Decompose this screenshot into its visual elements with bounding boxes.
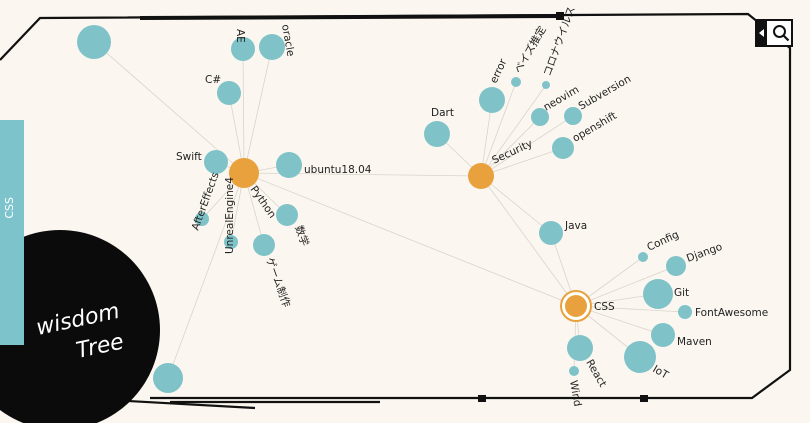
graph-node-openshift[interactable]: openshift bbox=[552, 110, 619, 159]
graph-node-n_bottom_left[interactable] bbox=[153, 363, 183, 393]
graph-node-wind[interactable]: Wind bbox=[567, 366, 583, 408]
graph-node-java[interactable]: Java bbox=[539, 220, 587, 245]
node-circle[interactable] bbox=[231, 37, 255, 61]
graph-node-python[interactable]: Python bbox=[229, 158, 278, 221]
node-circle[interactable] bbox=[531, 108, 549, 126]
node-label: Swift bbox=[176, 151, 202, 163]
graph-node-dart[interactable]: Dart bbox=[424, 107, 454, 147]
node-circle[interactable] bbox=[479, 87, 505, 113]
graph-node-bayes[interactable]: ベイズ推定 bbox=[511, 23, 549, 87]
node-label: CSS bbox=[594, 301, 615, 313]
node-label: 数学 bbox=[292, 224, 311, 248]
node-circle[interactable] bbox=[651, 323, 675, 347]
graph-edge bbox=[167, 172, 245, 379]
node-label: FontAwesome bbox=[695, 307, 768, 319]
node-circle[interactable] bbox=[511, 77, 521, 87]
node-label: Django bbox=[685, 241, 724, 265]
graph-node-django[interactable]: Django bbox=[666, 241, 724, 276]
node-circle[interactable] bbox=[638, 252, 648, 262]
graph-edge bbox=[243, 46, 273, 174]
node-label: Dart bbox=[431, 107, 454, 119]
node-circle[interactable] bbox=[217, 81, 241, 105]
node-circle[interactable] bbox=[153, 363, 183, 393]
node-circle[interactable] bbox=[542, 81, 550, 89]
graph-node-game[interactable]: ゲーム制作 bbox=[253, 234, 293, 310]
node-circle[interactable] bbox=[624, 341, 656, 373]
node-label: Security bbox=[490, 138, 534, 167]
node-circle[interactable] bbox=[204, 150, 228, 174]
node-label: Java bbox=[564, 220, 587, 232]
node-label: oracle bbox=[279, 23, 296, 57]
node-label: ゲーム制作 bbox=[263, 256, 293, 310]
node-circle[interactable] bbox=[253, 234, 275, 256]
node-circle[interactable] bbox=[539, 221, 563, 245]
node-circle[interactable] bbox=[259, 34, 285, 60]
side-tab-css[interactable]: CSS bbox=[0, 175, 24, 245]
graph-edge bbox=[575, 305, 686, 313]
graph-edge bbox=[242, 48, 245, 174]
search-button[interactable] bbox=[755, 19, 793, 47]
node-circle[interactable] bbox=[552, 137, 574, 159]
graph-edge bbox=[575, 265, 677, 307]
node-circle[interactable] bbox=[567, 335, 593, 361]
node-circle[interactable] bbox=[195, 212, 209, 226]
node-label: IoT bbox=[651, 363, 671, 382]
graph-node-math[interactable]: 数学 bbox=[276, 204, 312, 248]
graph-node-n_top_left[interactable] bbox=[77, 25, 111, 59]
graph-node-csharp[interactable]: C# bbox=[205, 74, 241, 105]
graph-node-git[interactable]: Git bbox=[643, 279, 689, 309]
graph-edge bbox=[480, 115, 574, 177]
graph-node-maven[interactable]: Maven bbox=[651, 323, 712, 348]
graph-edge bbox=[480, 81, 517, 177]
graph-node-css[interactable]: CSS bbox=[560, 290, 615, 322]
graph-edge bbox=[480, 147, 564, 177]
node-label: Wind bbox=[567, 379, 583, 407]
graph-node-ubuntu[interactable]: ubuntu18.04 bbox=[276, 152, 372, 178]
graph-edge bbox=[480, 116, 541, 177]
collapse-arrow-icon[interactable] bbox=[757, 21, 767, 45]
node-label: Config bbox=[645, 229, 681, 254]
node-label: React bbox=[583, 358, 608, 390]
node-label: UnrealEngine4 bbox=[224, 177, 236, 254]
node-label: AE bbox=[234, 29, 246, 43]
search-icon bbox=[773, 25, 790, 42]
node-circle[interactable] bbox=[224, 235, 238, 249]
node-circle[interactable] bbox=[569, 366, 579, 376]
graph-edge bbox=[480, 84, 547, 177]
graph-edge bbox=[480, 175, 577, 307]
graph-edge bbox=[480, 175, 552, 234]
node-label: Maven bbox=[677, 336, 712, 348]
node-circle[interactable] bbox=[77, 25, 111, 59]
graph-node-unreal[interactable]: UnrealEngine4 bbox=[224, 177, 238, 254]
node-circle[interactable] bbox=[424, 121, 450, 147]
node-label: C# bbox=[205, 74, 221, 86]
graph-node-fontawesome[interactable]: FontAwesome bbox=[678, 305, 768, 319]
node-label: Subversion bbox=[577, 73, 634, 113]
node-circle[interactable] bbox=[678, 305, 692, 319]
node-circle[interactable] bbox=[276, 152, 302, 178]
graph-node-swift[interactable]: Swift bbox=[176, 150, 228, 174]
node-circle[interactable] bbox=[565, 295, 587, 317]
node-circle[interactable] bbox=[564, 107, 582, 125]
graph-node-oracle[interactable]: oracle bbox=[259, 23, 296, 60]
side-tab-label: CSS bbox=[3, 197, 16, 219]
graph-node-ae[interactable]: AE bbox=[231, 29, 255, 61]
node-circle[interactable] bbox=[276, 204, 298, 226]
graph-node-security[interactable]: Security bbox=[468, 138, 534, 189]
graph-edge bbox=[243, 172, 577, 307]
graph-node-iot[interactable]: IoT bbox=[624, 341, 671, 382]
node-circle[interactable] bbox=[229, 158, 259, 188]
graph-node-aftereffects[interactable]: AfterEffects bbox=[190, 171, 222, 232]
node-circle[interactable] bbox=[468, 163, 494, 189]
graph-node-error[interactable]: error bbox=[479, 57, 510, 113]
node-label: Git bbox=[674, 287, 689, 299]
node-label: error bbox=[488, 57, 510, 86]
node-label: ubuntu18.04 bbox=[304, 164, 372, 176]
node-circle[interactable] bbox=[643, 279, 673, 309]
node-circle[interactable] bbox=[666, 256, 686, 276]
brand-logo[interactable]: wisdom Tree bbox=[0, 230, 160, 423]
